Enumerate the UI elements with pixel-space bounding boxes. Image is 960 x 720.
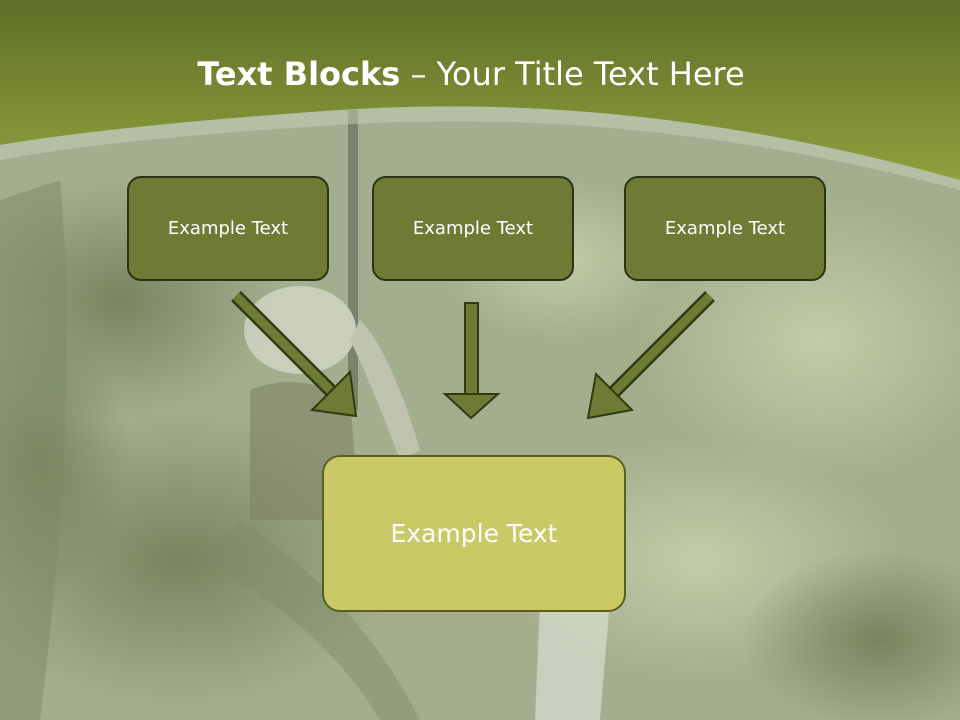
text-block-center-label: Example Text [412,218,534,239]
text-block-left-label: Example Text [167,218,289,239]
title-bold-text: Text Blocks [197,55,401,93]
title-rest-text: – Your Title Text Here [400,55,745,93]
text-block-right-label: Example Text [664,218,786,239]
text-block-left[interactable]: Example Text [127,176,329,281]
text-block-right[interactable]: Example Text [624,176,826,281]
text-block-bottom-label: Example Text [390,519,558,548]
text-block-bottom[interactable]: Example Text [322,455,626,612]
text-block-center[interactable]: Example Text [372,176,574,281]
slide-title: Text Blocks – Your Title Text Here [0,52,942,96]
